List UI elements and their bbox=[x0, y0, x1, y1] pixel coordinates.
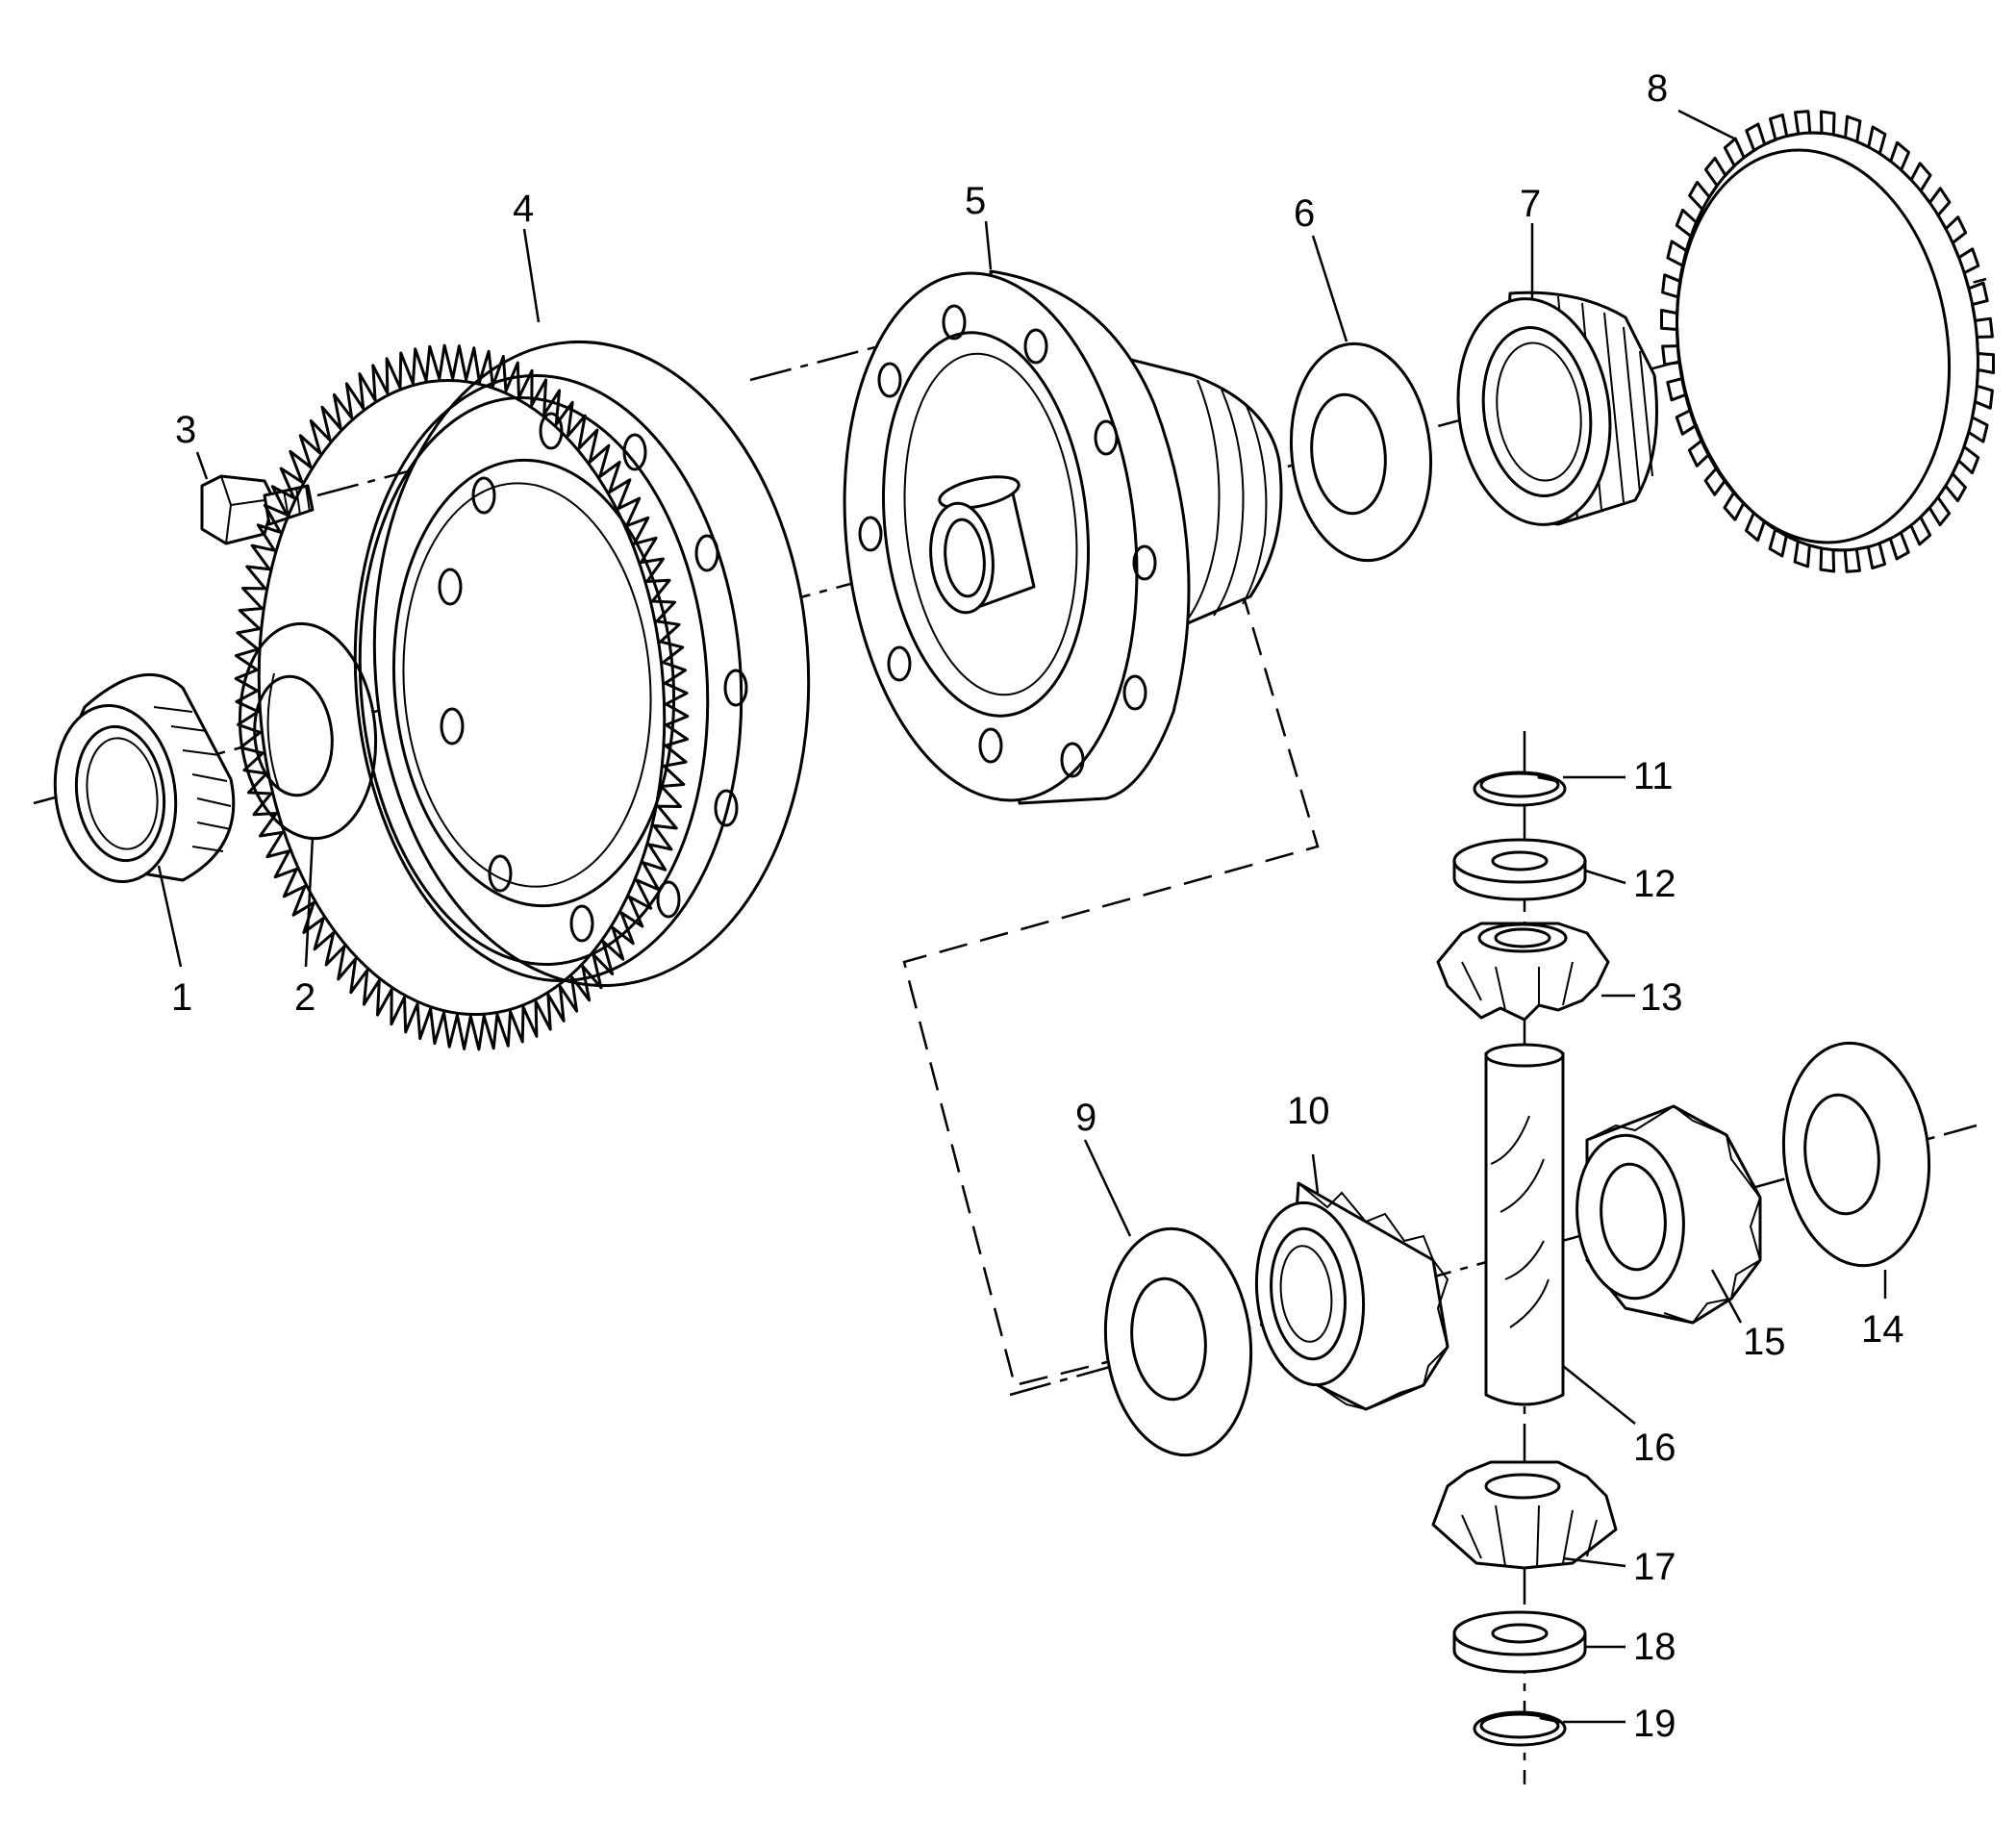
bearing-right bbox=[1456, 291, 1658, 526]
differential-case-5 bbox=[843, 269, 1283, 805]
callout-15: 15 bbox=[1743, 1321, 1786, 1363]
callout-8: 8 bbox=[1647, 67, 1668, 110]
callout-7: 7 bbox=[1520, 183, 1541, 225]
callout-19: 19 bbox=[1633, 1703, 1676, 1745]
callout-11: 11 bbox=[1633, 755, 1674, 797]
callout-14: 14 bbox=[1861, 1308, 1904, 1351]
snap-ring-19 bbox=[1473, 1710, 1567, 1747]
bearing-left bbox=[53, 672, 236, 884]
callout-1: 1 bbox=[171, 976, 192, 1019]
ring-gear-teeth bbox=[234, 343, 690, 1051]
bolt-3 bbox=[200, 474, 315, 545]
callouts: 1 2 3 4 5 6 7 8 9 10 11 12 13 14 15 16 1… bbox=[171, 67, 1904, 1745]
reluctor-ring-8 bbox=[1660, 110, 1995, 573]
case-hub bbox=[929, 475, 1036, 615]
callout-10: 10 bbox=[1287, 1090, 1330, 1132]
washer-12 bbox=[1452, 838, 1587, 901]
reluctor-teeth bbox=[1660, 110, 1995, 573]
callout-3: 3 bbox=[175, 409, 196, 451]
callout-4: 4 bbox=[513, 188, 534, 230]
side-gear-15 bbox=[1575, 1104, 1762, 1325]
washer-2 bbox=[238, 621, 378, 841]
callout-2: 2 bbox=[294, 976, 315, 1019]
callout-9: 9 bbox=[1075, 1097, 1096, 1139]
pinion-gear-13 bbox=[1436, 922, 1610, 1022]
callout-12: 12 bbox=[1633, 863, 1676, 905]
leader-lines bbox=[157, 109, 1887, 1724]
washer-6 bbox=[1289, 341, 1433, 563]
washer-14 bbox=[1781, 1041, 1931, 1268]
ring-gear-4 bbox=[234, 340, 811, 1051]
callout-5: 5 bbox=[965, 180, 986, 222]
callout-17: 17 bbox=[1633, 1546, 1676, 1588]
callout-18: 18 bbox=[1633, 1626, 1676, 1668]
ring-gear-bolt-holes bbox=[438, 412, 748, 943]
washer-9 bbox=[1103, 1226, 1253, 1457]
callout-16: 16 bbox=[1633, 1427, 1676, 1469]
side-gear-10 bbox=[1254, 1181, 1449, 1411]
snap-ring-11 bbox=[1473, 771, 1567, 807]
assembly-dash-line bbox=[902, 586, 1320, 1387]
callout-6: 6 bbox=[1294, 192, 1315, 235]
pinion-shaft-16 bbox=[1484, 1043, 1565, 1406]
pinion-gear-17 bbox=[1431, 1460, 1618, 1570]
callout-13: 13 bbox=[1640, 976, 1683, 1019]
washer-18 bbox=[1452, 1610, 1587, 1674]
case-bolt-holes bbox=[858, 304, 1157, 778]
